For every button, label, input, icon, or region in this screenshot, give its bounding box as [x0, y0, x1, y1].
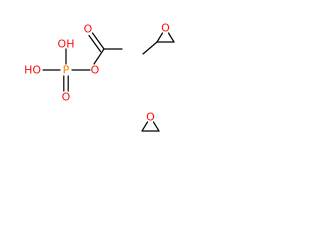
structure-canvas: OH HO P O O O O O — [24, 22, 175, 132]
bond-c-o-double-a — [91, 32, 105, 50]
atom-oh-left: HO — [24, 64, 41, 77]
atom-oxygen-ester: O — [91, 64, 100, 77]
oxirane-molecule: O — [141, 111, 160, 132]
atom-oxygen-ring: O — [146, 111, 155, 124]
atom-oh-top: OH — [58, 38, 75, 51]
atom-oxygen-bottom: O — [62, 91, 71, 104]
bond-ring-c-o-left — [156, 32, 164, 43]
bond-methyl — [142, 41, 158, 55]
bond-ring-c-o-right — [152, 121, 160, 132]
bond-c-o-double-b — [88, 34, 102, 53]
methyloxirane-molecule: O — [142, 22, 175, 55]
atom-phosphorus: P — [63, 64, 70, 77]
bond-o-c-acyl — [93, 48, 105, 65]
atom-oxygen-ring: O — [161, 22, 170, 35]
bond-ring-c-o-left — [141, 121, 149, 132]
bond-ring-c-o-right — [167, 32, 175, 43]
atom-oxygen-carbonyl: O — [84, 23, 93, 36]
acetyl-phosphate-molecule: OH HO P O O O — [24, 23, 123, 104]
